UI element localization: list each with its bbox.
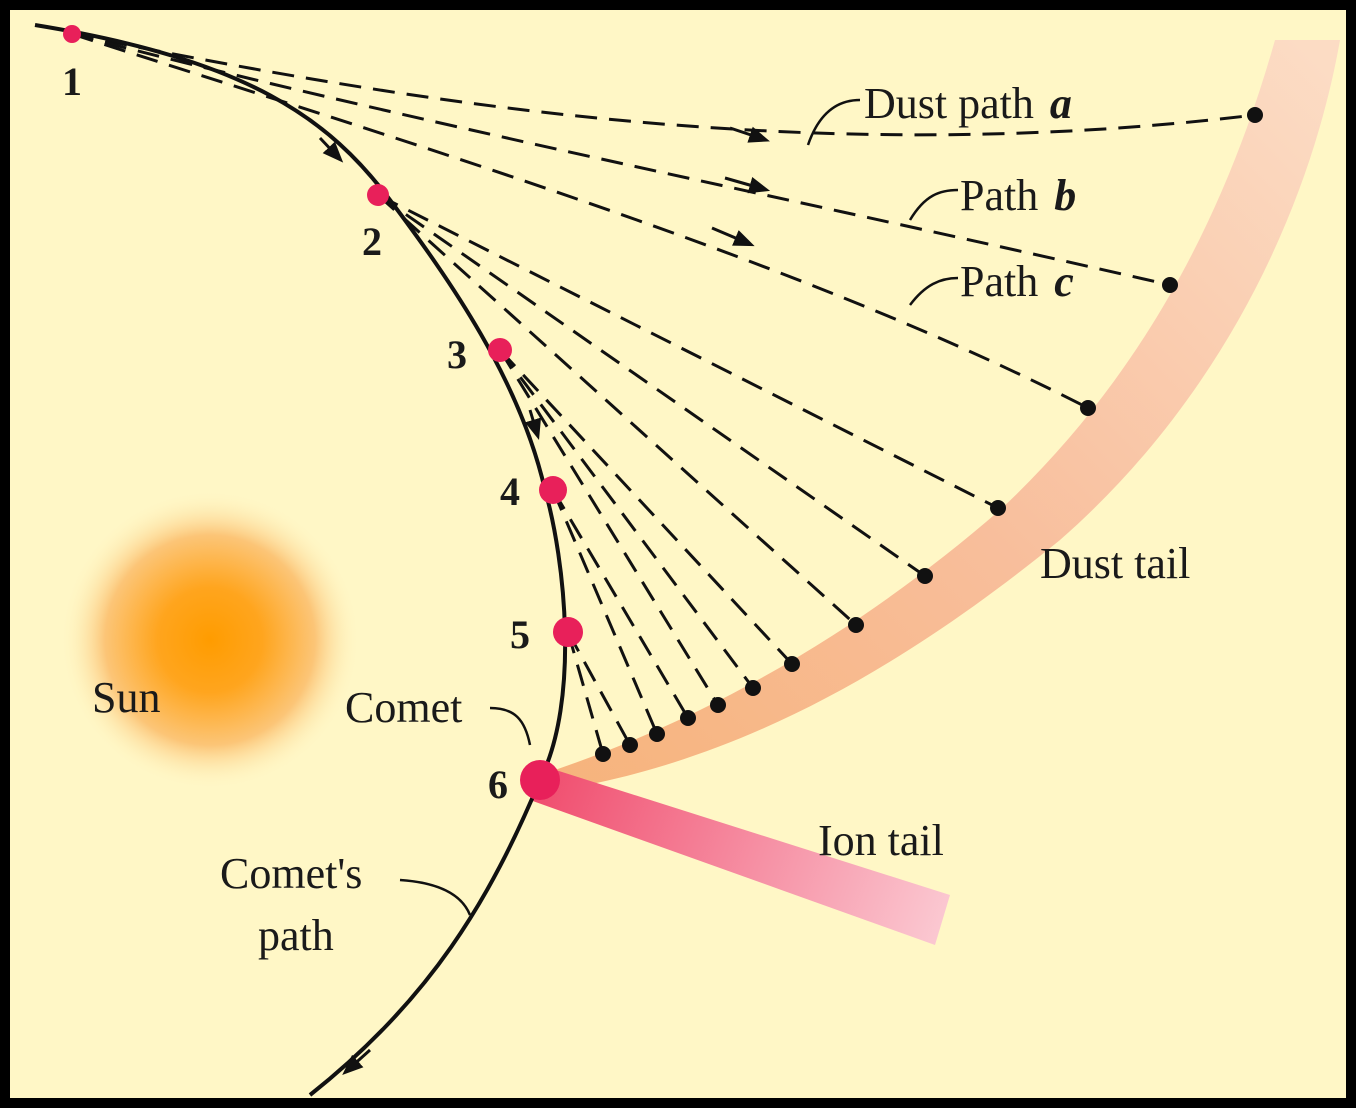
dust-grain-dot xyxy=(680,710,696,726)
comet-marker-6 xyxy=(520,760,560,800)
path-c-letter: c xyxy=(1054,257,1074,306)
dust-path-a-prefix: Dust path xyxy=(864,79,1034,128)
comet-marker-5 xyxy=(553,617,583,647)
position-label-3: 3 xyxy=(447,332,467,377)
dust-path-a-letter: a xyxy=(1050,79,1072,128)
path-b-prefix: Path xyxy=(960,171,1038,220)
position-label-4: 4 xyxy=(500,469,520,514)
dust-grain-dot xyxy=(1162,277,1178,293)
dust-grain-dot xyxy=(745,680,761,696)
position-label-2: 2 xyxy=(362,219,382,264)
dust-grain-dot xyxy=(848,617,864,633)
dust-grain-dot xyxy=(649,726,665,742)
path-b-letter: b xyxy=(1054,171,1076,220)
path-c-prefix: Path xyxy=(960,257,1038,306)
dust-grain-dot xyxy=(622,737,638,753)
position-label-6: 6 xyxy=(488,762,508,807)
comet-marker-3 xyxy=(488,338,512,362)
dust-grain-dot xyxy=(710,697,726,713)
dust-grain-dot xyxy=(990,500,1006,516)
dust-grain-dot xyxy=(1247,107,1263,123)
dust-grain-dot xyxy=(1080,400,1096,416)
ion-tail-label: Ion tail xyxy=(818,816,944,865)
comet-marker-1 xyxy=(63,25,81,43)
sun-label: Sun xyxy=(92,673,160,722)
comets-path-label-line1: Comet's xyxy=(220,849,362,898)
dust-grain-dot xyxy=(595,746,611,762)
comet-marker-2 xyxy=(367,184,389,206)
comet-label: Comet xyxy=(345,683,462,732)
comets-path-label-line2: path xyxy=(258,911,334,960)
position-label-1: 1 xyxy=(62,59,82,104)
dust-grain-dot xyxy=(917,568,933,584)
position-label-5: 5 xyxy=(510,612,530,657)
dust-tail-label: Dust tail xyxy=(1040,539,1190,588)
comet-marker-4 xyxy=(539,476,567,504)
dust-grain-dot xyxy=(784,656,800,672)
sun-icon xyxy=(60,490,360,790)
